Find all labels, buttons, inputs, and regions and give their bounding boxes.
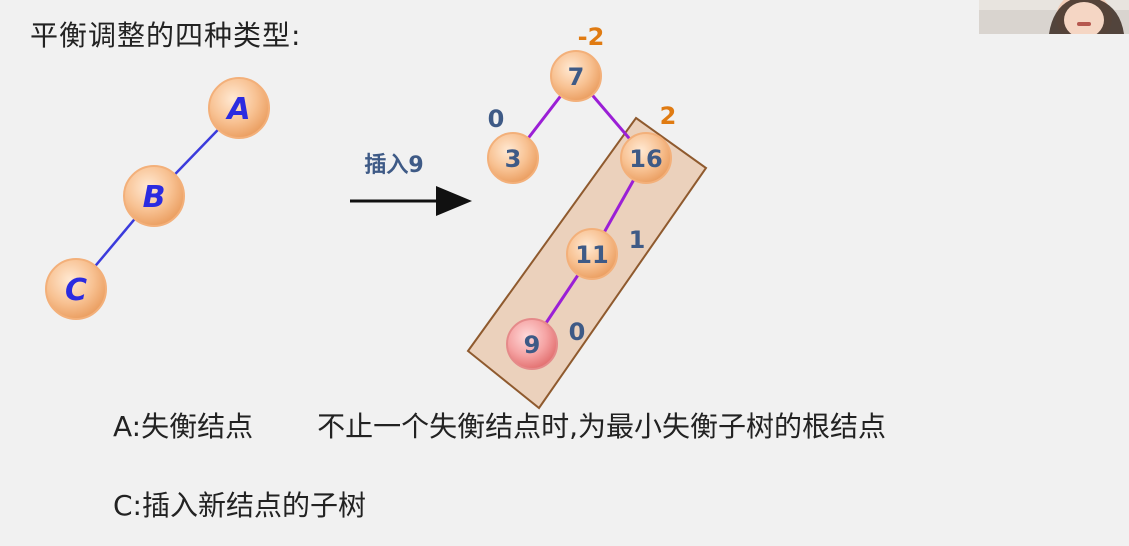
description-a: A:失衡结点 不止一个失衡结点时,为最小失衡子树的根结点	[113, 405, 886, 445]
node-11-label: 11	[575, 241, 608, 269]
node-9-label: 9	[524, 331, 541, 359]
node-3: 3	[487, 132, 539, 184]
node-b-label: B	[143, 180, 166, 215]
node-a: A	[208, 77, 270, 139]
balance-16: 2	[660, 102, 677, 130]
arrow-label: 插入9	[364, 153, 423, 178]
description-a-label: A:失衡结点	[113, 410, 254, 443]
description-c-label: C:插入新结点的子树	[113, 489, 366, 522]
balance-11: 1	[629, 226, 646, 254]
node-c: C	[45, 258, 107, 320]
balance-7: -2	[578, 23, 605, 51]
node-16-label: 16	[629, 145, 662, 173]
node-b: B	[123, 165, 185, 227]
node-a-label: A	[225, 92, 250, 127]
description-a-detail: 不止一个失衡结点时,为最小失衡子树的根结点	[317, 410, 887, 443]
node-c-label: C	[65, 273, 87, 308]
webcam-thumbnail	[979, 0, 1129, 34]
balance-9: 0	[569, 318, 586, 346]
node-3-label: 3	[505, 145, 522, 173]
node-9-inserted: 9	[506, 318, 558, 370]
node-11: 11	[566, 228, 618, 280]
node-16: 16	[620, 132, 672, 184]
description-c: C:插入新结点的子树	[113, 484, 366, 524]
node-7-label: 7	[568, 63, 585, 91]
balance-3: 0	[488, 105, 505, 133]
node-7: 7	[550, 50, 602, 102]
slide-title: 平衡调整的四种类型:	[30, 19, 302, 52]
